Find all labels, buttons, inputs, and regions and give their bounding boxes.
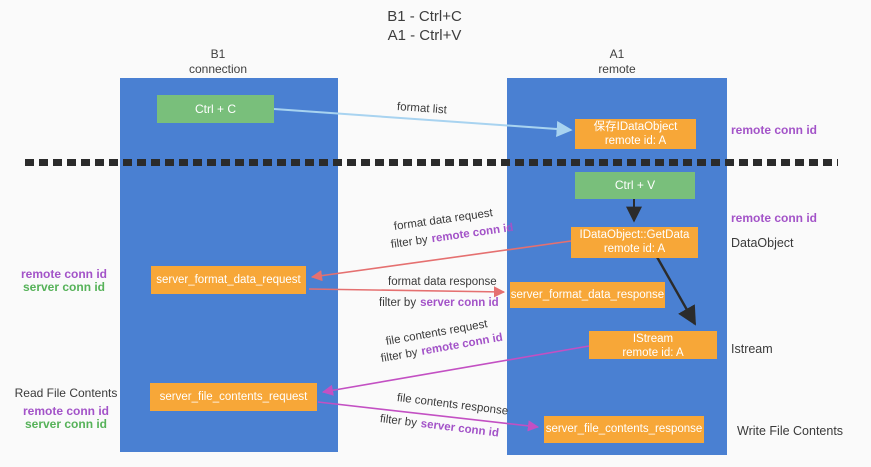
- remote-conn-id-label: remote conn id: [22, 404, 109, 418]
- read-file-contents-label: Read File Contents: [14, 386, 118, 400]
- right-remote-conn-id-top: remote conn id: [731, 123, 818, 137]
- istream-title: IStream: [632, 333, 674, 345]
- save-idataobject-title: 保存IDataObject: [593, 121, 678, 133]
- lane-a1-name: A1: [609, 47, 625, 61]
- idataobject-getdata-box: IDataObject::GetData remote id: A: [571, 227, 698, 258]
- title-line-2: A1 - Ctrl+V: [387, 27, 462, 44]
- lane-b1-role: connection: [188, 62, 248, 76]
- phase-separator-dashed-line: [25, 159, 838, 166]
- ctrl-v-box: Ctrl + V: [575, 172, 695, 199]
- getdata-remote-id: remote id: A: [603, 243, 666, 255]
- server-conn-id-key: server conn id: [420, 297, 499, 309]
- istream-box: IStream remote id: A: [589, 331, 717, 359]
- filter-by-text: filter by: [379, 297, 417, 309]
- istream-label: Istream: [731, 342, 773, 356]
- arrow-format-data-response: [308, 286, 506, 298]
- istream-remote-id: remote id: A: [622, 347, 684, 359]
- file-contents-response-label: file contents response: [396, 392, 509, 418]
- remote-conn-id-label: remote conn id: [20, 267, 107, 281]
- ctrl-c-box: Ctrl + C: [157, 95, 274, 123]
- title-line-1: B1 - Ctrl+C: [387, 8, 462, 25]
- dataobject-label: DataObject: [731, 236, 794, 250]
- server-file-contents-response-box: server_file_contents_response: [544, 416, 704, 443]
- filter-by-text: filter by: [379, 413, 418, 430]
- format-data-response-label: format data response: [388, 276, 497, 288]
- filter-by-text: filter by: [390, 233, 429, 251]
- server-format-data-response-box: server_format_data_response: [510, 282, 665, 308]
- getdata-title: IDataObject::GetData: [579, 229, 690, 241]
- filter-by-text: filter by: [379, 346, 419, 365]
- server-conn-id-key: server conn id: [420, 418, 500, 440]
- format-list-label: format list: [396, 101, 448, 117]
- server-conn-id-label: server conn id: [22, 280, 106, 294]
- right-remote-conn-id-mid: remote conn id: [731, 211, 818, 225]
- left-format-conn-ids: remote conn id server conn id: [14, 268, 114, 294]
- server-conn-id-label: server conn id: [24, 417, 108, 431]
- save-idataobject-box: 保存IDataObject remote id: A: [575, 119, 696, 149]
- lane-b1-name: B1: [210, 47, 226, 61]
- left-file-conn-ids: Read File Contents remote conn id server…: [12, 387, 120, 431]
- diagram-title: B1 - Ctrl+C A1 - Ctrl+V: [312, 7, 537, 45]
- lane-header-b1: B1 connection: [158, 47, 278, 77]
- server-format-data-request-box: server_format_data_request: [151, 266, 306, 294]
- save-idataobject-remote-id: remote id: A: [604, 135, 667, 147]
- lane-header-a1: A1 remote: [557, 47, 677, 77]
- server-file-contents-request-box: server_file_contents_request: [150, 383, 317, 411]
- write-file-contents-label: Write File Contents: [737, 424, 844, 438]
- lane-a1-role: remote: [598, 62, 636, 76]
